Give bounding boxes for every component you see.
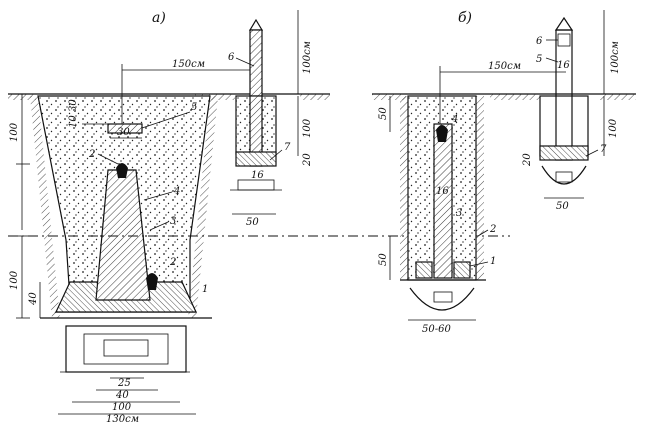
dim-top-depth-a: 100 <box>9 122 20 142</box>
dim-top-depth-b: 50 <box>378 107 389 120</box>
dim-post-depth-b: 100 <box>608 118 619 138</box>
dim-base-width-b: 50-60 <box>422 324 451 335</box>
dim-post-depth-a: 100 <box>302 118 313 138</box>
small-post-width-a: 16 <box>251 170 264 181</box>
callout-1-a: 1 <box>202 284 208 295</box>
callout-3-b: 3 <box>456 208 462 219</box>
callout-6-a: 6 <box>228 52 235 63</box>
post-label-b: 16 <box>436 186 449 197</box>
dim-base-height-a: 40 <box>28 292 39 306</box>
callout-7-a: 7 <box>284 142 291 153</box>
dim-small-10-a: 10 <box>68 115 79 128</box>
dim-w100-a: 100 <box>112 402 132 413</box>
dim-bottom-depth-b: 50 <box>378 253 389 266</box>
mark-upper-a <box>116 163 128 178</box>
dim-small-30-a: 30 <box>68 99 79 112</box>
panel-a: а) 100 100 40 <box>8 10 330 425</box>
callout-1-b: 1 <box>490 256 496 267</box>
panel-b-title: б) <box>458 10 472 26</box>
footing-a: 50 <box>246 217 259 228</box>
callout-3-a: 3 <box>170 216 176 227</box>
dim-span-b: 150см <box>488 61 521 72</box>
small-post-b <box>555 29 573 161</box>
small-post-tip-a <box>248 18 264 31</box>
small-footing-arc-b <box>541 165 587 185</box>
mark-b <box>436 125 448 142</box>
callout-7-b: 7 <box>600 144 607 155</box>
dim-post-height-a: 100см <box>302 41 313 74</box>
dim-post-base-a: 20 <box>302 153 313 167</box>
top-plate-a <box>107 123 143 134</box>
monument-post-b <box>433 123 453 279</box>
dim-plate-30-a: 30 <box>117 127 130 138</box>
panel-b: б) 50-60 50 50 16 150см <box>372 10 636 335</box>
dim-span-a: 150см <box>172 59 205 70</box>
mark-lower-a <box>146 273 158 290</box>
callout-4-b: 4 <box>451 114 458 125</box>
dim-w25-a: 25 <box>117 378 131 389</box>
footing-b: 50 <box>556 201 569 212</box>
foundation-arc-b <box>409 287 475 311</box>
callout-5-b: 5 <box>536 54 542 65</box>
callout-6-b: 6 <box>536 36 543 47</box>
callout-4-a: 4 <box>173 186 180 197</box>
callout-2-lower-a: 2 <box>169 257 176 268</box>
callout-5-a: 5 <box>191 102 197 113</box>
small-post-label-b: 16 <box>557 60 570 71</box>
callout-2-upper-a: 2 <box>88 149 95 160</box>
dim-w40-a: 40 <box>115 390 129 401</box>
dim-bottom-depth-a: 100 <box>9 270 20 290</box>
panel-a-title: а) <box>152 10 166 26</box>
dim-post-height-b: 100см <box>610 41 621 74</box>
dim-post-base-b: 20 <box>522 153 533 167</box>
callout-2-b: 2 <box>489 224 496 235</box>
dim-w130-a: 130см <box>106 414 139 425</box>
